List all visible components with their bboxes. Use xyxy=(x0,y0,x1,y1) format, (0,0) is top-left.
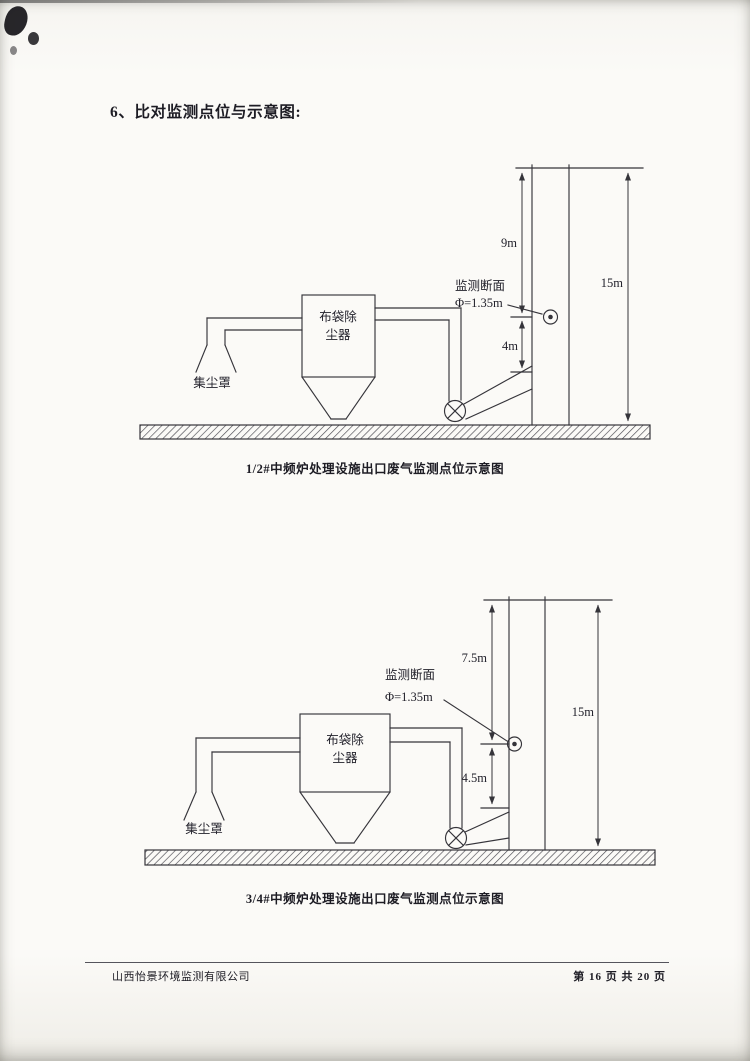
dim-label-upper: 7.5m xyxy=(462,651,488,665)
monitor-section-label: 监测断面 xyxy=(385,667,435,682)
dust-hood-label: 集尘罩 xyxy=(193,375,231,390)
footer-company: 山西怡景环境监测有限公司 xyxy=(112,971,250,983)
stack xyxy=(508,596,546,851)
stack-connection-duct xyxy=(464,811,510,846)
outlet-duct xyxy=(389,727,463,829)
monitor-diameter-label: Φ=1.35m xyxy=(385,690,433,704)
bag-filter-label-line2: 尘器 xyxy=(325,328,351,342)
dim-label-total: 15m xyxy=(572,705,595,719)
fan xyxy=(444,826,468,850)
ground xyxy=(144,849,656,866)
dust-hood-label: 集尘罩 xyxy=(185,821,223,836)
scan-artifact xyxy=(10,46,17,55)
diagram-2: 7.5m 4.5m 15m 布袋除 尘器 集尘罩 xyxy=(144,596,656,866)
scan-artifact xyxy=(2,4,30,38)
dim-label-upper: 9m xyxy=(501,236,517,250)
inlet-duct xyxy=(206,317,303,346)
monitoring-point xyxy=(506,736,523,752)
leader-line xyxy=(507,304,543,315)
monitor-diameter-label: Φ=1.35m xyxy=(455,296,503,310)
diagram-2-caption: 3/4#中频炉处理设施出口废气监测点位示意图 xyxy=(245,892,505,906)
ground xyxy=(139,424,651,440)
bag-filter-label-line1: 布袋除 xyxy=(326,732,364,747)
footer-divider xyxy=(85,962,669,963)
diagram-1: 9m 4m 15m 布袋除 尘器 集尘罩 xyxy=(139,164,651,440)
stack-connection-duct xyxy=(463,365,533,420)
bag-filter-unit xyxy=(299,713,391,844)
bag-filter-unit xyxy=(301,294,376,420)
stack xyxy=(531,164,570,426)
leader-line xyxy=(443,699,508,742)
section-heading: 6、比对监测点位与示意图: xyxy=(110,104,302,121)
scan-artifact xyxy=(28,32,39,45)
monitoring-point xyxy=(542,309,559,325)
inlet-duct xyxy=(195,737,301,793)
fan xyxy=(443,399,467,423)
diagram-1-caption: 1/2#中频炉处理设施出口废气监测点位示意图 xyxy=(245,462,505,476)
bag-filter-label-line2: 尘器 xyxy=(332,751,358,765)
scan-edge-shadow xyxy=(0,0,420,3)
dust-hood xyxy=(183,791,225,821)
monitor-section-label: 监测断面 xyxy=(455,278,505,293)
footer-page-number: 第 16 页 共 20 页 xyxy=(573,971,666,983)
bag-filter-label-line1: 布袋除 xyxy=(319,309,357,324)
dust-hood xyxy=(195,344,237,373)
dim-label-lower: 4m xyxy=(502,339,518,353)
dim-label-total: 15m xyxy=(601,276,624,290)
outlet-duct xyxy=(374,307,462,402)
dim-label-lower: 4.5m xyxy=(462,771,488,785)
